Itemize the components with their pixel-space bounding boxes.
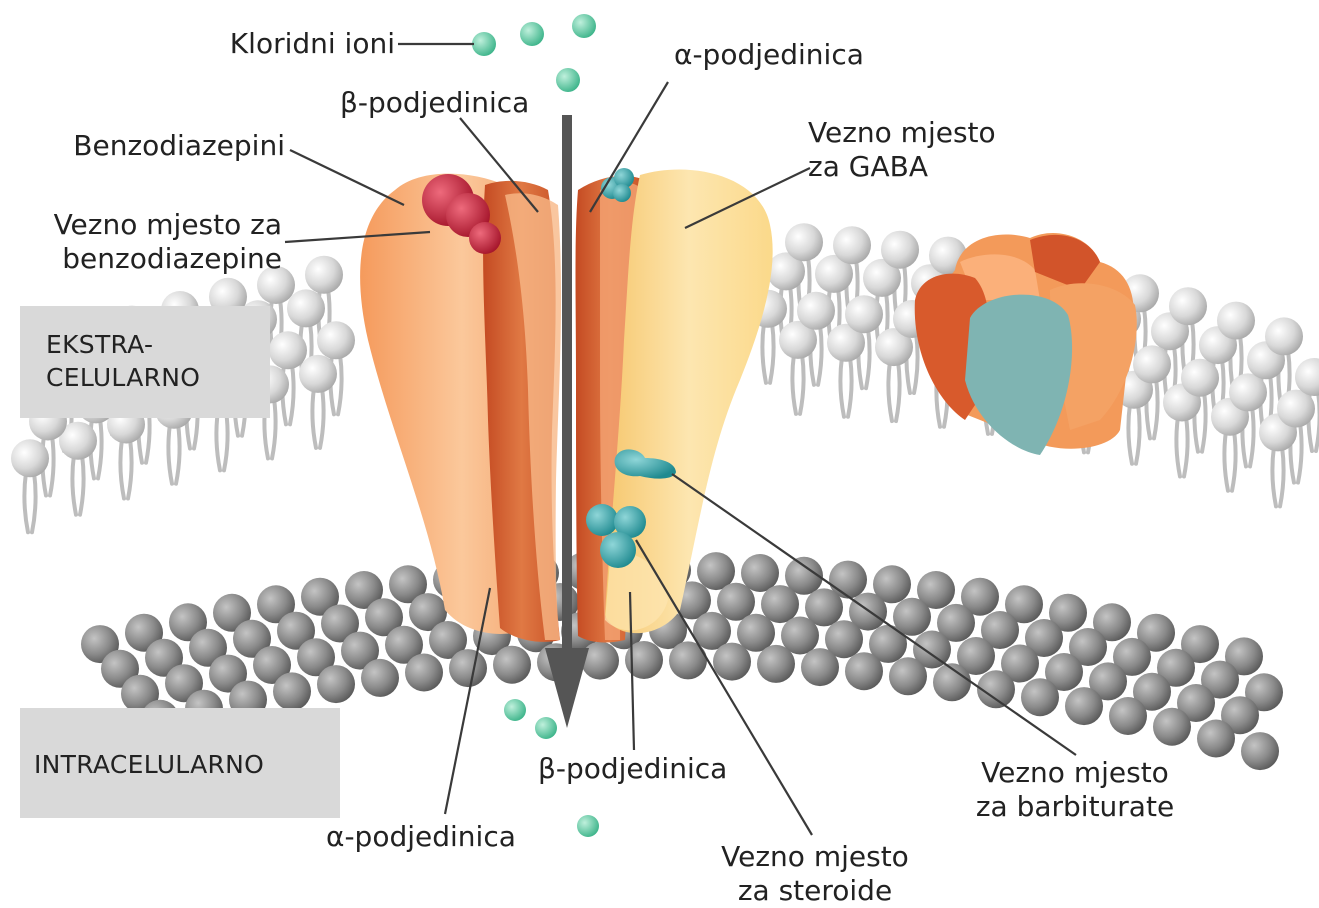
lipid-tail xyxy=(1176,417,1187,477)
label-beta-subunit-top: β-podjedinica xyxy=(340,86,529,120)
lipid-head-inner xyxy=(317,665,355,703)
lipid-head xyxy=(287,289,325,327)
lipid-head xyxy=(1217,302,1255,340)
lipid-tail xyxy=(1272,446,1283,506)
lipid-head-inner xyxy=(757,645,795,683)
lipid-head xyxy=(1169,287,1207,325)
lipid-head-inner xyxy=(449,649,487,687)
steroid-molecule xyxy=(586,504,618,536)
lipid-head xyxy=(317,321,355,359)
lipid-head-inner xyxy=(1065,687,1103,725)
lipid-head xyxy=(1133,345,1171,383)
lipid-tail xyxy=(1224,431,1235,491)
label-alpha-subunit-top: α-podjedinica xyxy=(674,38,864,72)
lipid-tail xyxy=(216,410,227,470)
lipid-tail xyxy=(120,438,131,498)
region-intracellular: INTRACELULARNO xyxy=(20,708,340,818)
lipid-tail xyxy=(888,361,899,421)
lipid-head-inner xyxy=(405,654,443,692)
lipid-head xyxy=(785,223,823,261)
label-benzodiazepines: Benzodiazepini xyxy=(40,129,285,163)
lipid-tail xyxy=(1128,404,1139,464)
lipid-head xyxy=(269,331,307,369)
region-extracellular: EKSTRA- CELULARNO xyxy=(20,306,270,418)
steroid-molecule xyxy=(600,532,636,568)
lipid-head xyxy=(1265,317,1303,355)
chloride-ion xyxy=(535,717,557,739)
lipid-tail xyxy=(24,472,35,532)
chloride-ion xyxy=(520,22,544,46)
lipid-head-inner xyxy=(1109,697,1147,735)
label-barbiturate-binding-site: Vezno mjesto za barbiturate xyxy=(960,756,1190,824)
lipid-head-inner xyxy=(1241,732,1279,770)
lipid-head-inner xyxy=(669,641,707,679)
lipid-tail xyxy=(762,323,773,383)
lipid-head-inner xyxy=(801,648,839,686)
benzodiazepine-molecule xyxy=(469,222,501,254)
lipid-head-inner xyxy=(361,659,399,697)
lipid-head xyxy=(1229,373,1267,411)
lipid-head-inner xyxy=(845,652,883,690)
label-steroid-binding-site: Vezno mjesto za steroide xyxy=(700,840,930,908)
lipid-head xyxy=(881,231,919,269)
lipid-head-inner xyxy=(713,643,751,681)
lipid-head xyxy=(833,226,871,264)
lipid-head xyxy=(305,256,343,294)
lipid-head-inner xyxy=(1197,720,1235,758)
label-alpha-subunit-bottom: α-podjedinica xyxy=(326,820,516,854)
chloride-ion xyxy=(556,68,580,92)
lipid-head-inner xyxy=(1021,678,1059,716)
label-beta-subunit-bottom: β-podjedinica xyxy=(538,752,727,786)
lipid-head xyxy=(299,355,337,393)
chloride-ion xyxy=(572,14,596,38)
lipid-head xyxy=(1181,359,1219,397)
lipid-head-inner xyxy=(581,642,619,680)
lipid-head xyxy=(797,292,835,330)
lipid-head-inner xyxy=(273,672,311,710)
label-chloride-ions: Kloridni ioni xyxy=(180,27,395,61)
lipid-head-inner xyxy=(889,657,927,695)
lipid-tail xyxy=(312,388,323,448)
lipid-tail xyxy=(792,354,803,414)
lipid-head xyxy=(845,295,883,333)
lipid-head xyxy=(11,439,49,477)
chloride-ion xyxy=(472,32,496,56)
lipid-tail xyxy=(72,455,83,515)
lipid-tail xyxy=(840,357,851,417)
label-gaba-binding-site: Vezno mjesto za GABA xyxy=(808,116,996,184)
chloride-ion xyxy=(577,815,599,837)
gaba-molecule xyxy=(613,184,631,202)
lipid-head-inner xyxy=(1153,708,1191,746)
lipid-tail xyxy=(168,424,179,484)
lipid-head-inner xyxy=(493,646,531,684)
chloride-ion xyxy=(504,699,526,721)
label-benzodiazepine-binding-site: Vezno mjesto za benzodiazepine xyxy=(0,208,282,276)
